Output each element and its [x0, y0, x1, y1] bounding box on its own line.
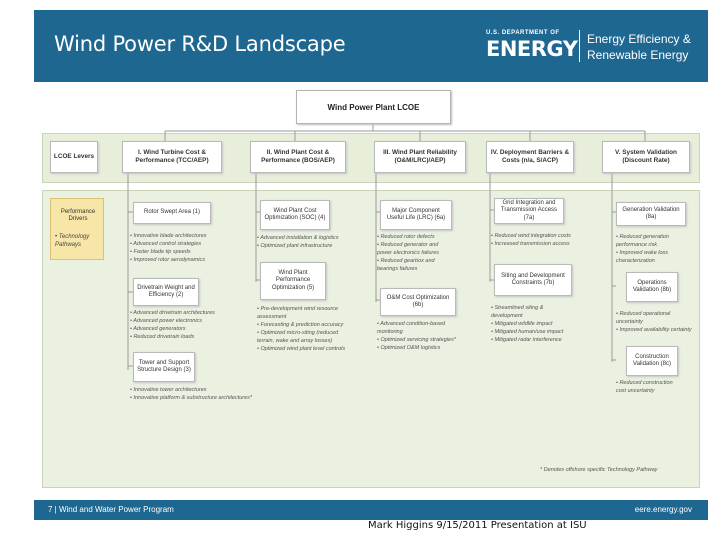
pathway-item: • Reduced generator and [377, 241, 439, 248]
driver-siting-constraints: Siting and Development Constraints (7b) [494, 264, 572, 296]
pathway-item: • Forecasting & prediction accuracy [257, 321, 344, 328]
col3-pathways-1: • Reduced rotor defects • Reduced genera… [377, 234, 439, 274]
driver-plant-performance-optimization: Wind Plant Performance Optimization (5) [260, 262, 326, 300]
driver-drivetrain-weight: Drivetrain Weight and Efficiency (2) [133, 278, 199, 306]
pathway-item: • Reduced construction [616, 380, 673, 386]
col3-pathways-2: • Advanced condition-based monitoring • … [377, 321, 456, 353]
pathway-item: development [491, 312, 523, 319]
pathway-item: • Advanced generators [130, 325, 186, 332]
lever-2-plant-cost: II. Wind Plant Cost & Performance (BOS/A… [250, 141, 346, 173]
pathway-item: • Reduced generation [616, 234, 669, 240]
pathway-item: power electronics failures [377, 249, 440, 256]
col2-pathways-2: • Pre-development wind resource assessme… [257, 306, 345, 354]
pathway-item: • Innovative blade architectures [130, 233, 207, 239]
pathway-item: • Mitigated human/use impact [491, 328, 564, 335]
driver-operations-validation: Operations Validation (8b) [626, 272, 678, 302]
pathway-item: • Optimized micro-siting (reduced [257, 329, 339, 336]
pathway-item: • Advanced control strategies [130, 240, 202, 247]
pathway-item: • Optimized servicing strategies* [377, 336, 456, 343]
pathway-item: • Improved wake loss [616, 249, 669, 256]
pathway-item: • Faster blade tip speeds [130, 248, 191, 255]
driver-tower-structure: Tower and Support Structure Design (3) [133, 352, 195, 382]
slide-title: Wind Power R&D Landscape [54, 32, 346, 56]
eere-logo-line1: Energy Efficiency & [587, 32, 691, 46]
performance-drivers-label: Performance Drivers [60, 209, 96, 223]
pathway-item: monitoring [377, 328, 403, 335]
pathway-item: • Reduced gearbox and [377, 257, 435, 264]
pathway-item: • Reduced operational [616, 311, 671, 317]
lever-4-deployment-barriers: IV. Deployment Barriers & Costs (n/a, S/… [486, 141, 574, 173]
pathway-item: cost uncertainty [616, 387, 655, 394]
doe-logo-small-text: U.S. DEPARTMENT OF [486, 30, 560, 36]
performance-drivers-label-box: Performance Drivers • Technology Pathway… [50, 198, 104, 260]
col1-pathways-2: • Advanced drivetrain architectures • Ad… [130, 310, 215, 342]
performance-drivers-area [42, 190, 700, 488]
footer-program-label: 7 | Wind and Water Power Program [48, 505, 174, 514]
lever-3-plant-reliability: III. Wind Plant Reliability (O&M/LRC)/AE… [374, 141, 466, 173]
driver-component-useful-life: Major Component Useful Life (LRC) (6a) [380, 200, 452, 230]
pathway-item: • Streamlined siting & [491, 305, 544, 311]
offshore-footnote: * Denotes offshore specific Technology P… [540, 467, 658, 473]
driver-generation-validation: Generation Validation (8a) [616, 202, 686, 226]
pathway-item: • Advanced condition-based [377, 321, 446, 327]
pathway-item: • Optimized wind plant level controls [257, 345, 346, 352]
pathway-item: • Reduced drivetrain loads [130, 333, 195, 340]
pathway-item: assessment [257, 313, 287, 320]
pathway-item: characterization [616, 257, 655, 264]
pathway-item: • Advanced drivetrain architectures [130, 310, 215, 316]
pathway-item: • Pre-development wind resource [257, 306, 339, 312]
pathway-item: • Improved availability certainty [616, 326, 692, 333]
pathway-item: • Innovative platform & substructure arc… [130, 394, 253, 401]
driver-construction-validation: Construction Validation (8c) [626, 346, 678, 376]
col4-pathways-2: • Streamlined siting & development • Mit… [491, 305, 563, 345]
pathway-item: • Reduced wind integration costs [491, 233, 571, 239]
pathway-item: • Advanced power electronics [130, 317, 203, 324]
pathway-item: • Reduced rotor defects [377, 234, 435, 240]
logo-divider [579, 30, 580, 62]
col1-pathways-3: • Innovative tower architectures • Innov… [130, 387, 252, 403]
slide-header: Wind Power R&D Landscape U.S. DEPARTMENT… [34, 10, 708, 82]
slide-footer: 7 | Wind and Water Power Program eere.en… [34, 500, 708, 520]
lever-5-system-validation: V. System Validation (Discount Rate) [602, 141, 690, 173]
footer-website: eere.energy.gov [634, 505, 692, 514]
pathway-item: terrain, wake and array losses) [257, 337, 333, 344]
pathway-item: uncertainty [616, 318, 643, 325]
pathway-item: • Optimized plant infrastructure [257, 242, 333, 249]
pathway-item: bearings failures [377, 265, 418, 272]
driver-om-cost-optimization: O&M Cost Optimization (6b) [380, 288, 456, 316]
lcoe-levers-label: LCOE Levers [50, 141, 98, 173]
pathway-item: • Increased transmission access [491, 240, 570, 247]
pathway-item: • Advanced installation & logistics [257, 235, 339, 241]
col4-pathways-1: • Reduced wind integration costs • Incre… [491, 233, 571, 249]
root-node-wind-power-plant-lcoe: Wind Power Plant LCOE [296, 90, 451, 124]
presentation-caption: Mark Higgins 9/15/2011 Presentation at I… [368, 520, 587, 531]
driver-rotor-swept-area: Rotor Swept Area (1) [133, 202, 211, 224]
pathway-item: • Optimized O&M logistics [377, 344, 441, 351]
pathway-item: • Improved rotor aerodynamics [130, 256, 205, 263]
technology-pathways-label: • Technology Pathways [55, 234, 90, 248]
driver-plant-cost-optimization: Wind Plant Cost Optimization (SOC) (4) [260, 200, 330, 230]
col2-pathways-1: • Advanced installation & logistics • Op… [257, 235, 339, 251]
eere-logo-line2: Renewable Energy [587, 48, 689, 62]
pathway-item: • Mitigated radar interference [491, 336, 562, 343]
col5-pathways-3: • Reduced construction cost uncertainty [616, 380, 673, 396]
pathway-item: performance risk [616, 241, 657, 248]
pathway-item: • Mitigated wildlife impact [491, 320, 553, 327]
lever-1-turbine-cost: I. Wind Turbine Cost & Performance (TCC/… [122, 141, 222, 173]
driver-grid-integration: Grid Integration and Transmission Access… [494, 198, 564, 224]
col5-pathways-1: • Reduced generation performance risk • … [616, 234, 669, 266]
pathway-item: • Innovative tower architectures [130, 387, 207, 393]
col5-pathways-2: • Reduced operational uncertainty • Impr… [616, 311, 692, 335]
col1-pathways-1: • Innovative blade architectures • Advan… [130, 233, 207, 265]
doe-logo-text: ENERGY [486, 37, 578, 61]
